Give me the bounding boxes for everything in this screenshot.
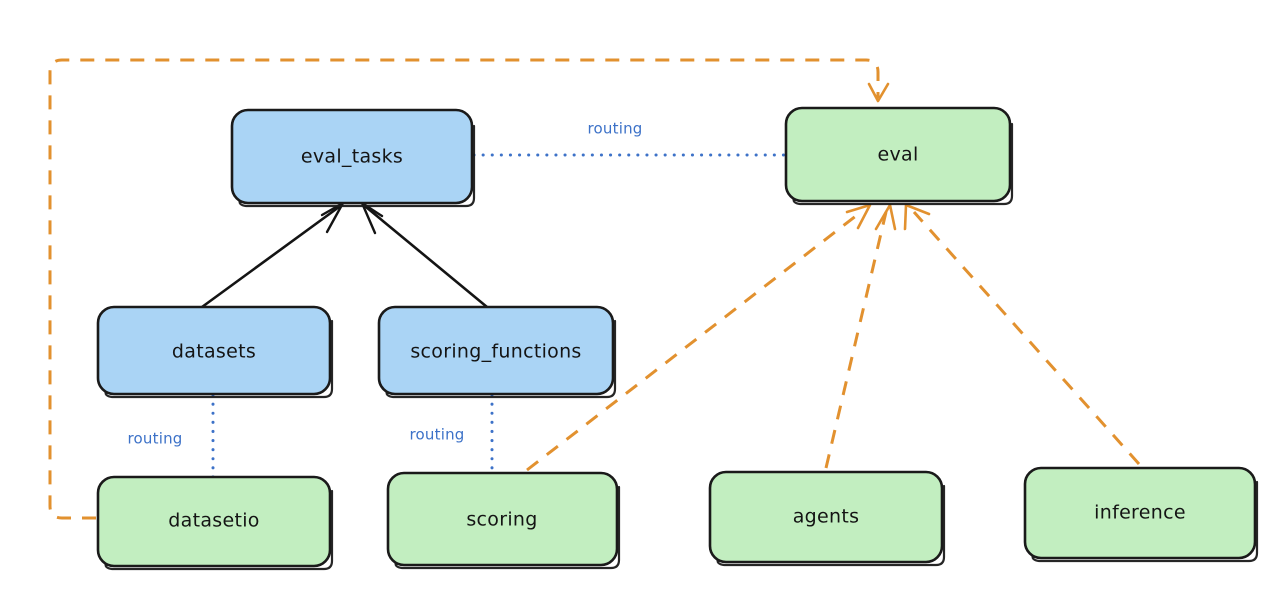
edge-path bbox=[824, 211, 888, 469]
edge-inference-to-eval[interactable] bbox=[903, 203, 1141, 465]
node-body bbox=[96, 475, 332, 568]
node-shadow bbox=[394, 485, 621, 570]
edge-label-routing-scoring: routing bbox=[410, 426, 465, 444]
node-eval-tasks[interactable]: eval_tasks bbox=[230, 108, 476, 208]
edge-agents-to-eval[interactable] bbox=[824, 203, 897, 469]
node-body bbox=[230, 108, 474, 205]
edge-path bbox=[364, 205, 489, 309]
node-label: agents bbox=[793, 506, 860, 528]
edge-label-routing-eval: routing bbox=[588, 120, 643, 138]
node-label: eval_tasks bbox=[301, 146, 403, 168]
node-body bbox=[386, 471, 619, 567]
nodes: eval_tasks eval datasets scoring_functio… bbox=[96, 106, 1259, 571]
node-label: datasetio bbox=[168, 510, 259, 532]
node-label: datasets bbox=[172, 341, 256, 363]
edge-scoring_functions-to-eval_tasks[interactable] bbox=[360, 201, 489, 309]
node-datasetio[interactable]: datasetio bbox=[96, 475, 334, 571]
node-shadow bbox=[238, 124, 476, 208]
edge-label-routing-datasetio: routing bbox=[128, 430, 183, 448]
node-scoring[interactable]: scoring bbox=[386, 471, 621, 570]
node-shadow bbox=[385, 319, 617, 399]
node-datasets[interactable]: datasets bbox=[96, 305, 334, 399]
node-shadow bbox=[716, 484, 946, 567]
node-eval[interactable]: eval bbox=[784, 106, 1014, 206]
node-body bbox=[784, 106, 1012, 203]
node-body bbox=[1023, 466, 1257, 560]
node-label: scoring_functions bbox=[410, 341, 581, 363]
edge-datasets-to-eval_tasks[interactable] bbox=[200, 201, 345, 309]
node-agents[interactable]: agents bbox=[708, 470, 946, 567]
node-shadow bbox=[104, 489, 334, 571]
node-body bbox=[96, 305, 332, 396]
node-shadow bbox=[792, 122, 1014, 206]
edge-path bbox=[526, 210, 862, 472]
node-shadow bbox=[1031, 480, 1259, 563]
node-label: inference bbox=[1094, 502, 1186, 524]
node-scoring-functions[interactable]: scoring_functions bbox=[377, 305, 617, 399]
solid-edges bbox=[200, 201, 489, 309]
edge-path bbox=[200, 205, 341, 309]
edge-labels: routing routing routing bbox=[128, 120, 643, 448]
node-label: eval bbox=[877, 144, 918, 166]
edge-datasetio-to-eval[interactable] bbox=[48, 58, 890, 520]
node-shadow bbox=[104, 319, 334, 399]
arrowhead bbox=[867, 82, 890, 103]
node-label: scoring bbox=[466, 509, 537, 531]
node-body bbox=[708, 470, 944, 564]
routing-edges bbox=[211, 153, 786, 480]
node-body bbox=[377, 305, 615, 396]
edge-path bbox=[912, 211, 1141, 465]
node-inference[interactable]: inference bbox=[1023, 466, 1259, 563]
arrowhead bbox=[845, 203, 872, 230]
